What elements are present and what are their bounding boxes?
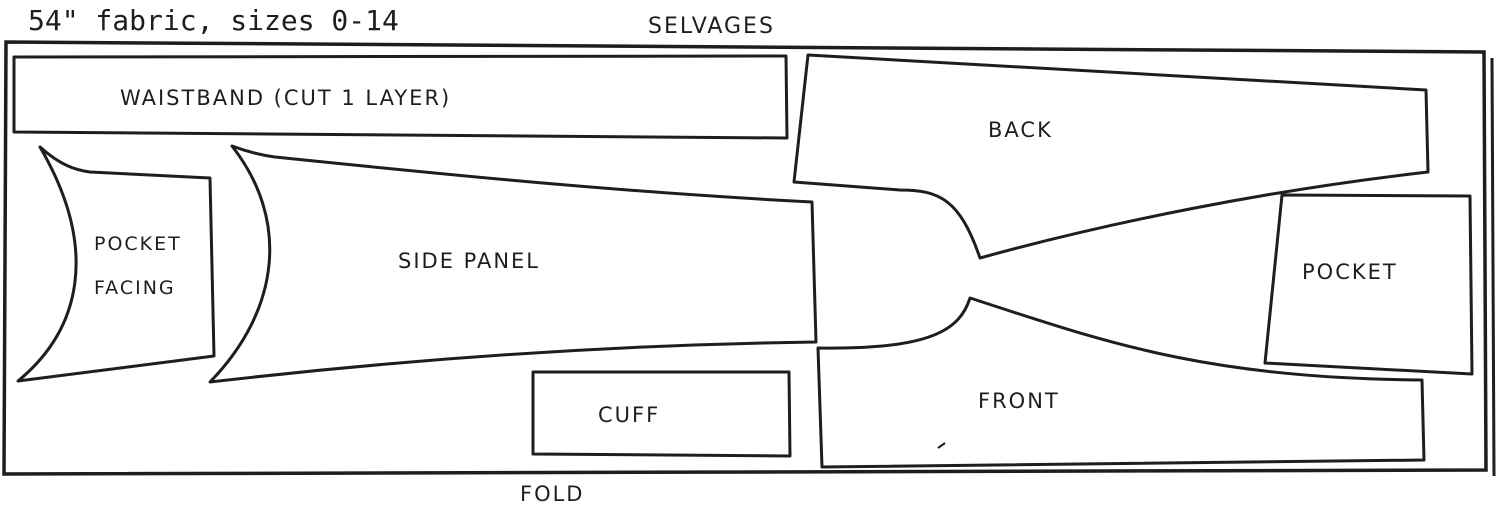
stray-mark: [937, 442, 946, 449]
piece-front: [816, 296, 1426, 469]
label-cuff: CUFF: [598, 403, 660, 427]
fabric-edge-shadow: [1490, 57, 1496, 477]
piece-side-panel: [208, 144, 818, 384]
piece-back: [792, 53, 1430, 260]
label-front: FRONT: [978, 389, 1060, 413]
fabric-outline: [2, 40, 1488, 476]
piece-cuff: [531, 370, 792, 458]
label-side-panel: SIDE PANEL: [398, 249, 540, 273]
label-pocket-facing-line1: POCKET: [94, 233, 182, 255]
piece-pocket-facing: [16, 145, 216, 383]
fold-label: FOLD: [520, 482, 584, 505]
piece-pocket: [1263, 193, 1474, 376]
label-pocket: POCKET: [1302, 260, 1398, 284]
selvages-label: SELVAGES: [648, 14, 775, 39]
label-waistband: WAISTBAND (CUT 1 LAYER): [120, 86, 451, 110]
label-pocket-facing-line2: FACING: [94, 277, 176, 299]
piece-waistband: [12, 54, 789, 140]
fabric-size-note: 54" fabric, sizes 0-14: [28, 4, 399, 37]
label-back: BACK: [988, 118, 1053, 142]
